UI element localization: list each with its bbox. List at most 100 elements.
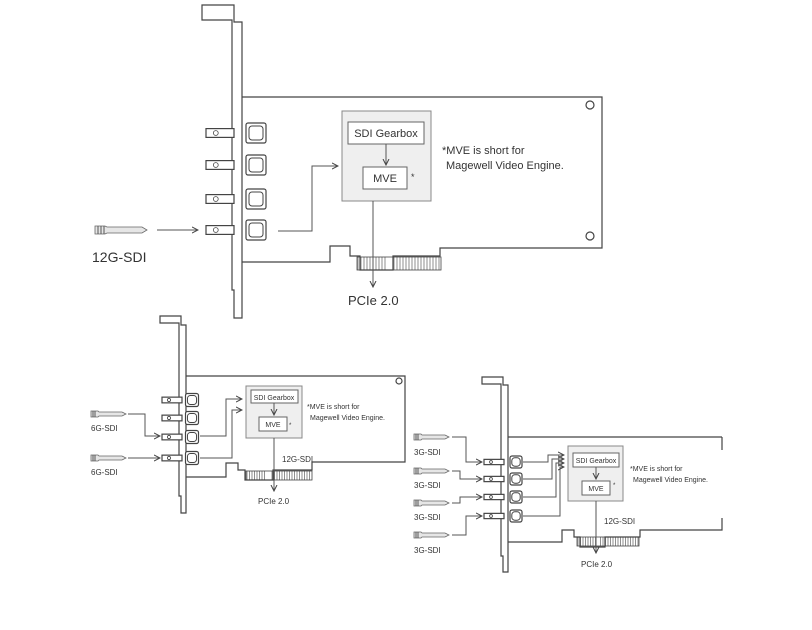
input-label: 12G-SDI <box>92 249 146 265</box>
bnc-stub <box>483 493 505 501</box>
bnc-stub <box>161 396 183 404</box>
sdi-cable-icon <box>413 499 450 507</box>
bnc-socket <box>511 474 521 484</box>
diagram-12g-sdi: 12G-SDI SDI Gearbox MVE * *MVE is short … <box>92 4 603 319</box>
mve-label: MVE <box>265 422 281 429</box>
sdi-cable-icon <box>413 433 450 441</box>
mount-hole <box>585 100 595 110</box>
bnc-connector <box>509 490 523 504</box>
bnc-connector <box>184 392 200 408</box>
sdi-gearbox-label: SDI Gearbox <box>354 128 418 140</box>
mve-asterisk: * <box>613 483 616 489</box>
mve-box <box>362 166 408 190</box>
signal-path <box>523 463 564 498</box>
input-label: 3G-SDI <box>414 546 441 555</box>
bnc-socket <box>186 412 198 424</box>
bnc-stub <box>205 225 235 236</box>
mount-hole <box>395 377 403 385</box>
mve-note-line1: *MVE is short for <box>307 404 360 411</box>
card-board <box>508 436 723 450</box>
bnc-pin <box>489 514 493 518</box>
pcie-connector <box>245 470 313 481</box>
card-bracket <box>201 4 243 319</box>
signal-path <box>523 467 564 517</box>
sdi-cable-icon <box>413 531 450 539</box>
bnc-connectors <box>483 455 523 523</box>
bnc-socket <box>248 157 264 173</box>
output-label: 12G-SDI <box>604 517 635 526</box>
input-label: 6G-SDI <box>91 468 118 477</box>
bnc-connector <box>184 429 200 445</box>
signal-path <box>278 166 338 232</box>
bnc-stub <box>205 194 235 205</box>
bnc-stub <box>205 128 235 139</box>
bnc-stub <box>161 414 183 422</box>
output-label: 12G-SDI <box>282 455 313 464</box>
bnc-connector <box>184 450 200 466</box>
signal-path <box>523 459 564 480</box>
card-board <box>508 518 723 548</box>
pcie-fingers <box>245 470 313 481</box>
bnc-connector <box>184 410 200 426</box>
mve-box <box>581 480 611 496</box>
bnc-pin <box>167 456 171 460</box>
bnc-pin <box>167 435 171 439</box>
bnc-connector <box>245 122 267 144</box>
input-arrow <box>452 436 482 462</box>
mve-box <box>258 416 288 432</box>
bnc-connector <box>245 188 267 210</box>
pcie-label: PCIe 2.0 <box>258 497 290 506</box>
bnc-pin <box>489 477 493 481</box>
sdi-cable-icon <box>90 454 127 462</box>
bnc-connectors <box>205 122 267 241</box>
signal-path <box>200 410 242 459</box>
card-bracket <box>159 315 187 514</box>
diagram-6g-sdi: 6G-SDI 6G-SDI SDI Gearbox MVE * *MVE is … <box>90 315 406 514</box>
bnc-connector <box>509 509 523 523</box>
pcie-label: PCIe 2.0 <box>581 560 613 569</box>
bnc-connector <box>245 219 267 241</box>
bnc-pin <box>213 196 219 202</box>
diagram-3g-sdi: 3G-SDI 3G-SDI 3G-SDI 3G-SDI SDI Gearbox … <box>413 376 723 573</box>
bnc-socket <box>186 431 198 443</box>
bnc-connector <box>245 154 267 176</box>
input-label: 3G-SDI <box>414 448 441 457</box>
mount-hole <box>585 231 595 241</box>
pcie-connector <box>576 536 640 547</box>
pcie-fingers <box>356 256 442 271</box>
signal-path <box>200 399 242 437</box>
bnc-connector <box>509 472 523 486</box>
bnc-socket <box>511 457 521 467</box>
mve-asterisk: * <box>289 423 292 429</box>
bnc-stub <box>205 160 235 171</box>
mve-label: MVE <box>373 173 397 185</box>
bnc-pin <box>213 227 219 233</box>
mve-note-line1: *MVE is short for <box>442 145 525 157</box>
bnc-stub <box>483 475 505 483</box>
sdi-cable-icon <box>413 467 450 475</box>
input-arrow <box>452 470 482 479</box>
bnc-pin <box>213 162 219 168</box>
bnc-socket <box>186 394 198 406</box>
bnc-pin <box>489 495 493 499</box>
mve-note-line1: *MVE is short for <box>630 466 683 473</box>
bnc-socket <box>248 191 264 207</box>
mve-asterisk: * <box>411 172 415 182</box>
signal-path <box>523 455 564 463</box>
bnc-socket <box>511 492 521 502</box>
input-arrow <box>452 516 482 536</box>
bnc-socket <box>186 452 198 464</box>
bnc-stub <box>161 454 183 462</box>
bnc-stub <box>483 458 505 466</box>
mve-note-line2: Magewell Video Engine. <box>446 160 564 172</box>
bnc-stub <box>483 512 505 520</box>
input-arrow <box>452 497 482 504</box>
bnc-pin <box>213 130 219 136</box>
input-label: 3G-SDI <box>414 481 441 490</box>
sdi-cable-icon <box>90 410 127 418</box>
bnc-pin <box>489 460 493 464</box>
bnc-stub <box>161 433 183 441</box>
sdi-gearbox-label: SDI Gearbox <box>254 395 295 402</box>
input-label: 3G-SDI <box>414 513 441 522</box>
